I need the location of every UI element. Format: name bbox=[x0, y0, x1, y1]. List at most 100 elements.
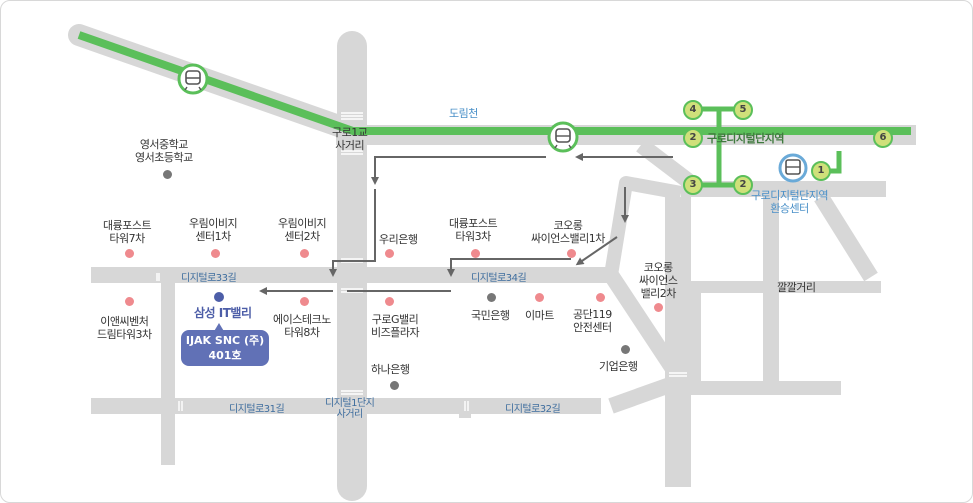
ibk-label: 기업은행 bbox=[599, 360, 638, 373]
daeryung3-marker bbox=[471, 249, 480, 258]
road-32-label: 디지털로32길 bbox=[505, 404, 561, 415]
daeryung7-marker bbox=[125, 249, 134, 258]
kolon1-label: 코오롱 싸이언스밸리1차 bbox=[531, 219, 605, 245]
ace-line1: 에이스테크노 bbox=[273, 313, 331, 326]
gongdan119-marker bbox=[596, 293, 605, 302]
guro-g-line2: 비즈플라자 bbox=[371, 326, 420, 339]
road-34-label: 디지털로34길 bbox=[471, 273, 527, 284]
kookmin-marker bbox=[487, 293, 496, 302]
ace-line2: 타워8차 bbox=[284, 326, 320, 339]
guro-g-label: 구로G밸리 비즈플라자 bbox=[371, 313, 420, 339]
woori-bank-marker bbox=[385, 249, 394, 258]
exit-3-badge: 3 bbox=[683, 175, 703, 195]
guro1-line2: 사거리 bbox=[335, 139, 365, 152]
subway-line bbox=[77, 31, 911, 135]
diagonal-up-road bbox=[604, 176, 683, 277]
ean-marker bbox=[125, 297, 134, 306]
transfer-center-line2: 환승센터 bbox=[770, 202, 809, 215]
road-32 bbox=[361, 398, 601, 414]
exit-1-badge: 1 bbox=[811, 161, 831, 181]
yeongseo-line2: 영서초등학교 bbox=[135, 151, 193, 164]
kolon2-marker bbox=[654, 303, 663, 312]
yeongseo-school-label: 영서중학교 영서초등학교 bbox=[135, 138, 193, 164]
right-lower-road bbox=[681, 381, 841, 395]
ace-marker bbox=[300, 297, 309, 306]
exit-4-badge: 4 bbox=[683, 100, 703, 120]
kolon1-line1: 코오롱 bbox=[553, 219, 583, 232]
woorim1-marker bbox=[211, 249, 220, 258]
emart-marker bbox=[535, 293, 544, 302]
road-34 bbox=[361, 267, 611, 283]
destination-company: IJAK SNC (주) bbox=[185, 334, 265, 347]
gongdan119-line1: 공단119 bbox=[573, 308, 612, 321]
ean-label: 이앤씨벤처 드림타워3차 bbox=[97, 315, 152, 341]
road-31-label: 디지털로31길 bbox=[229, 404, 285, 415]
daeryung7-line1: 대륭포스트 bbox=[103, 219, 152, 232]
exit-2-badge: 2 bbox=[683, 128, 703, 148]
kolon2-line3: 밸리2차 bbox=[640, 287, 677, 300]
ace-label: 에이스테크노 타워8차 bbox=[273, 313, 331, 339]
route-arrows bbox=[259, 153, 673, 295]
emart-label: 이마트 bbox=[525, 309, 554, 322]
daeryung3-line2: 타워3차 bbox=[455, 230, 491, 243]
exit-2b-badge: 2 bbox=[733, 175, 753, 195]
right-top-road bbox=[691, 281, 881, 293]
destination-room: 401호 bbox=[208, 349, 242, 362]
right-diagonal-road bbox=[814, 192, 878, 282]
samsung-it-label: 삼성 IT밸리 bbox=[194, 306, 252, 320]
main-vertical-road bbox=[337, 31, 367, 501]
guro-g-marker bbox=[385, 297, 394, 306]
hana-marker bbox=[390, 381, 399, 390]
samsung-it-marker bbox=[214, 292, 224, 302]
road-31 bbox=[91, 398, 361, 414]
transfer-center-line1: 구로디지털단지역 bbox=[751, 189, 828, 202]
destination-callout: IJAK SNC (주) 401호 bbox=[181, 330, 269, 366]
woorim2-label: 우림이비지 센터2차 bbox=[278, 217, 327, 243]
kolon1-marker bbox=[567, 249, 576, 258]
guro1-line1: 구로1교 bbox=[332, 126, 368, 139]
road-33-label: 디지털로33길 bbox=[181, 273, 237, 284]
hana-label: 하나은행 bbox=[371, 363, 410, 376]
ean-line2: 드림타워3차 bbox=[97, 328, 152, 341]
gongdan119-line2: 안전센터 bbox=[573, 321, 612, 334]
subway-icon-center bbox=[547, 121, 579, 153]
gongdan119-label: 공단119 안전센터 bbox=[573, 308, 612, 334]
kolon1-line2: 싸이언스밸리1차 bbox=[531, 232, 605, 245]
exit-5-badge: 5 bbox=[733, 100, 753, 120]
station-label: 구로디지털단지역 bbox=[707, 132, 784, 145]
daeryung3-line1: 대륭포스트 bbox=[449, 217, 498, 230]
yeongseo-line1: 영서중학교 bbox=[139, 138, 189, 151]
daeryung3-label: 대륭포스트 타워3차 bbox=[449, 217, 498, 243]
woorim2-line2: 센터2차 bbox=[284, 230, 320, 243]
woorim2-marker bbox=[300, 249, 309, 258]
woorim2-line1: 우림이비지 bbox=[278, 217, 327, 230]
guro-g-line1: 구로G밸리 bbox=[371, 313, 419, 326]
kolon2-line1: 코오롱 bbox=[643, 261, 673, 274]
right-block-road bbox=[681, 287, 701, 387]
kkal-road bbox=[763, 197, 779, 392]
woorim1-line2: 센터1차 bbox=[195, 230, 231, 243]
left-stub-road bbox=[161, 405, 175, 465]
woori-bank-label: 우리은행 bbox=[379, 233, 418, 246]
kolon2-label: 코오롱 싸이언스 밸리2차 bbox=[639, 261, 678, 300]
subway-icon-west bbox=[177, 63, 209, 95]
digital1-line2: 사거리 bbox=[336, 409, 364, 420]
ean-line1: 이앤씨벤처 bbox=[100, 315, 149, 328]
exit-6-badge: 6 bbox=[873, 128, 893, 148]
transfer-center-label: 구로디지털단지역 환승센터 bbox=[751, 189, 828, 215]
kkal-street-label: 깔깔거리 bbox=[777, 281, 816, 294]
woorim1-line1: 우림이비지 bbox=[189, 217, 238, 230]
bus-icon bbox=[778, 153, 808, 183]
kolon2-line2: 싸이언스 bbox=[639, 274, 678, 287]
kookmin-label: 국민은행 bbox=[471, 309, 510, 322]
daeryung7-label: 대륭포스트 타워7차 bbox=[103, 219, 152, 245]
digital1-line1: 디지털1단지 bbox=[325, 398, 375, 409]
digital1-intersection: 디지털1단지 사거리 bbox=[325, 398, 375, 420]
yeongseo-marker bbox=[163, 170, 172, 179]
daeryung7-line2: 타워7차 bbox=[109, 232, 145, 245]
woorim1-label: 우림이비지 센터1차 bbox=[189, 217, 238, 243]
ibk-marker bbox=[621, 345, 630, 354]
stream-label: 도림천 bbox=[449, 107, 478, 120]
